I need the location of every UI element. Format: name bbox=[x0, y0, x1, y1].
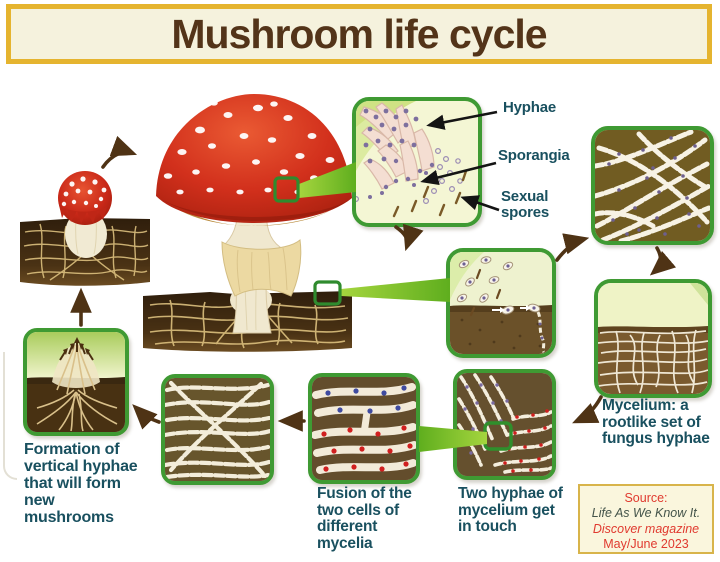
arrow-sporangia-to-spores-icon bbox=[394, 223, 424, 252]
arrow-mycelium-to-touch-icon bbox=[572, 395, 603, 424]
caption-fusion: Fusion of the two cells of different myc… bbox=[317, 485, 412, 552]
panel-sporangia-closeup bbox=[352, 97, 482, 227]
source-date: May/June 2023 bbox=[603, 536, 689, 551]
panel-hyphae-strands bbox=[591, 126, 714, 245]
green-callout-square-gills bbox=[273, 176, 300, 203]
title-banner: Mushroom life cycle bbox=[6, 4, 712, 64]
arrow-spores-to-hyphae-icon bbox=[555, 233, 590, 262]
page-title: Mushroom life cycle bbox=[171, 10, 547, 57]
panel-two-hyphae bbox=[453, 369, 556, 480]
source-work-title: Life As We Know It. bbox=[591, 506, 701, 521]
panel-formation bbox=[23, 328, 129, 436]
green-magnifier-wedge-soil bbox=[341, 278, 450, 302]
panel-spores-falling bbox=[446, 248, 556, 358]
panel-dense-mycelium bbox=[161, 374, 274, 485]
arrow-hyphae-to-mycelium-icon bbox=[649, 246, 677, 276]
caption-two-hyphae: Two hyphae of mycelium get in touch bbox=[458, 485, 563, 536]
green-magnifier-wedge-gills bbox=[299, 162, 356, 198]
source-publication: Discover magazine bbox=[592, 521, 700, 536]
label-hyphae: Hyphae bbox=[503, 99, 556, 116]
panel-fusion bbox=[308, 373, 420, 484]
caption-formation: Formation of vertical hyphae that will f… bbox=[24, 441, 138, 527]
big-mushroom-illustration bbox=[143, 94, 352, 352]
arrow-dense-to-formation-icon bbox=[132, 404, 161, 430]
young-mushroom-illustration bbox=[20, 171, 150, 286]
source-box: Source: Life As We Know It. Discover mag… bbox=[578, 484, 714, 554]
green-callout-square-soil bbox=[313, 280, 342, 306]
label-sexual-spores: Sexual spores bbox=[501, 188, 549, 222]
caption-mycelium: Mycelium: a rootlike set of fungus hypha… bbox=[602, 397, 710, 448]
source-label: Source: bbox=[624, 491, 668, 505]
panel-mycelium-network bbox=[594, 279, 712, 398]
label-sporangia: Sporangia bbox=[498, 147, 570, 164]
arrow-young-to-adult-icon bbox=[101, 135, 138, 169]
page-edge-artifact bbox=[3, 352, 17, 480]
